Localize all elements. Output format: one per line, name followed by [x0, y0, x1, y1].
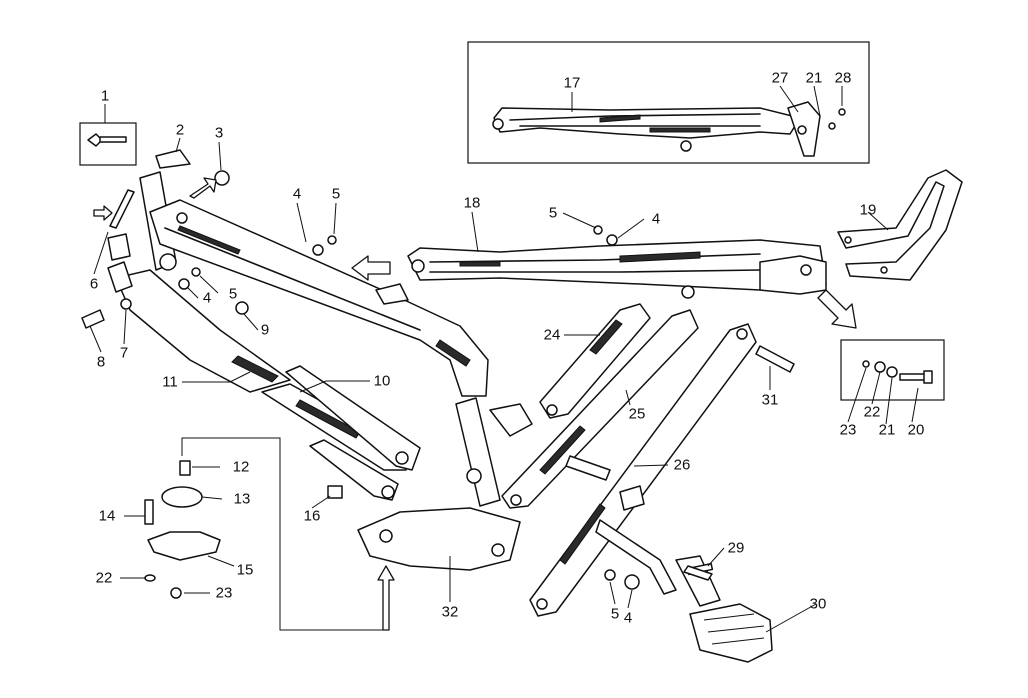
label-part-17: 17: [564, 75, 581, 92]
detail-box-rear-frame: [467, 41, 870, 164]
label-part-28: 28: [835, 70, 852, 87]
label-part-21a: 21: [806, 70, 823, 87]
assembly-arrows: [93, 177, 857, 631]
label-part-6: 6: [90, 276, 98, 293]
label-part-24: 24: [544, 327, 561, 344]
label-part-20: 20: [908, 422, 925, 439]
label-part-22b: 22: [864, 404, 881, 421]
label-part-4d: 4: [624, 610, 632, 627]
label-part-16: 16: [304, 508, 321, 525]
label-part-18: 18: [464, 195, 481, 212]
swingarm: [501, 303, 757, 617]
label-part-30: 30: [810, 596, 827, 613]
grab-rail: [837, 169, 963, 281]
label-part-5c: 5: [549, 205, 557, 222]
label-part-29: 29: [728, 540, 745, 557]
label-part-10: 10: [374, 373, 391, 390]
label-part-3: 3: [215, 125, 223, 142]
label-part-4b: 4: [203, 290, 211, 307]
label-part-5a: 5: [332, 186, 340, 203]
part-labels: 1 2 3 4 5 6 7 8 9 4 5 10 11 12 13 14 15 …: [90, 70, 925, 627]
label-part-19: 19: [860, 202, 877, 219]
label-part-15: 15: [237, 562, 254, 579]
label-part-27: 27: [772, 70, 789, 87]
label-part-8: 8: [97, 354, 105, 371]
label-part-25: 25: [629, 406, 646, 423]
label-part-26: 26: [674, 457, 691, 474]
label-part-31: 31: [762, 392, 779, 409]
main-frame: [107, 171, 489, 501]
label-part-5b: 5: [229, 286, 237, 303]
leader-lines: [89, 85, 919, 633]
pointer-bracket: [181, 437, 388, 631]
label-part-12: 12: [233, 459, 250, 476]
label-part-23b: 23: [840, 422, 857, 439]
label-part-4a: 4: [293, 186, 301, 203]
label-part-7: 7: [120, 345, 128, 362]
label-part-9: 9: [261, 322, 269, 339]
footrest: [675, 555, 773, 663]
label-part-21b: 21: [879, 422, 896, 439]
detail-box-bolt-set: [840, 339, 945, 401]
label-part-22a: 22: [96, 570, 113, 587]
detail-box-part-1: [79, 122, 137, 166]
label-part-4c: 4: [652, 211, 660, 228]
label-part-2: 2: [176, 122, 184, 139]
engine-mount: [357, 397, 533, 571]
label-part-1: 1: [101, 88, 109, 105]
rear-subframe: [407, 239, 827, 299]
label-part-14: 14: [99, 508, 116, 525]
label-part-32: 32: [442, 604, 459, 621]
label-part-13: 13: [234, 491, 251, 508]
label-part-23a: 23: [216, 585, 233, 602]
label-part-11: 11: [162, 374, 178, 391]
label-part-5d: 5: [611, 606, 619, 623]
